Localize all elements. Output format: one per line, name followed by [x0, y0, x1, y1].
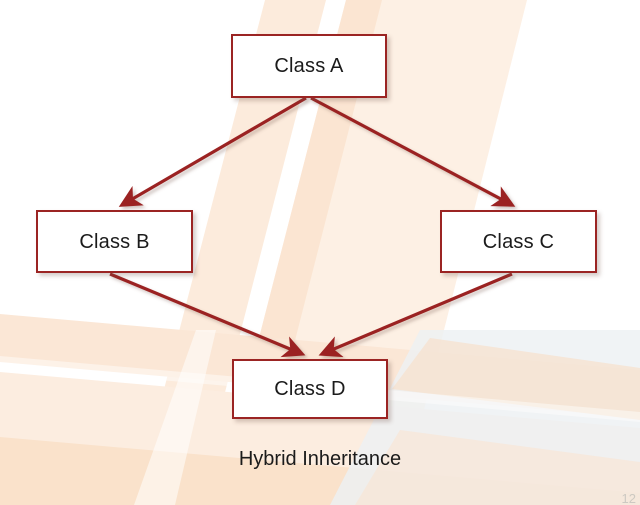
gray-wash-stripe-1 — [392, 338, 640, 420]
slide-page-number: 12 — [621, 491, 636, 505]
class-node-a-label: Class A — [274, 55, 344, 77]
class-node-b[interactable]: Class B — [36, 210, 193, 273]
gray-wash-stripe-2 — [355, 430, 640, 505]
diagram-caption: Hybrid Inheritance — [238, 448, 402, 470]
class-node-c-label: Class C — [482, 230, 555, 253]
class-node-d[interactable]: Class D — [232, 359, 388, 419]
class-node-d-label: Class D — [274, 378, 346, 400]
class-node-c[interactable]: Class C — [440, 210, 597, 273]
plaid-gutter-1 — [134, 330, 216, 505]
gray-wash — [330, 330, 640, 505]
class-node-b-label: Class B — [79, 230, 150, 253]
class-node-a[interactable]: Class A — [231, 34, 387, 98]
